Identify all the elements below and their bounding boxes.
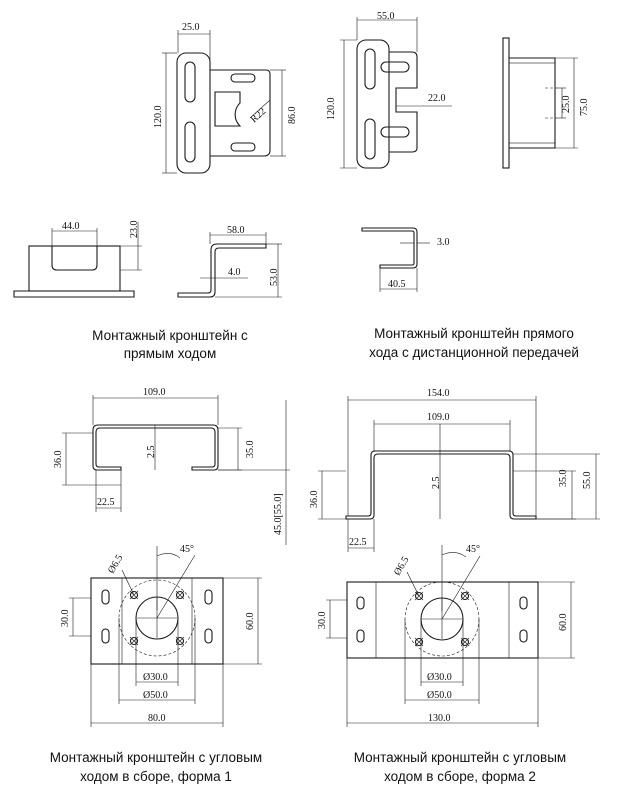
bracket-remote-front-view: [340, 17, 452, 169]
dim-width-40-5: 40.5: [388, 279, 406, 290]
dim-height-35: 35.0: [245, 441, 256, 459]
dim-angle-45: 45°: [180, 544, 194, 555]
dim-diameter-50: Ø50.0: [427, 690, 452, 701]
dim-height-23: 23.0: [129, 221, 140, 239]
bracket-remote-side-view: [502, 37, 578, 169]
mounting-hole-markers: [414, 591, 470, 647]
dim-height-53: 53.0: [269, 269, 280, 287]
dim-height-36: 36.0: [53, 451, 64, 469]
dim-thickness-2-5: 2.5: [431, 477, 442, 490]
dim-width-130: 130.0: [428, 713, 451, 724]
dim-height-75: 75.0: [579, 99, 590, 117]
caption-angular-1-line1: Монтажный кронштейн с угловым: [50, 750, 262, 765]
dim-width-22-5: 22.5: [349, 537, 367, 548]
bracket-straight-front-view: [162, 30, 286, 174]
dim-width-154: 154.0: [427, 388, 450, 399]
dim-height-36: 36.0: [309, 491, 320, 509]
dim-height-120: 120.0: [326, 98, 337, 121]
dim-height-35: 35.0: [558, 470, 569, 488]
caption-angular-2-line1: Монтажный кронштейн с угловым: [354, 750, 566, 765]
caption-remote-line1: Монтажный кронштейн прямого: [374, 326, 574, 341]
dim-diameter-50: Ø50.0: [143, 690, 168, 701]
dim-width-55: 55.0: [377, 11, 395, 22]
dim-diameter-6-5: Ø6.5: [392, 555, 411, 578]
dim-width-22: 22.0: [428, 93, 446, 104]
bracket-remote-profile-view: [361, 227, 430, 292]
caption-angular-2-line2: ходом в сборе, форма 2: [384, 769, 536, 784]
dim-width-22-5: 22.5: [97, 497, 115, 508]
bracket-angular-1-plan-view: [69, 546, 262, 727]
bracket-angular-1-side-view: [62, 395, 290, 545]
caption-straight-line2: прямым ходом: [124, 346, 216, 361]
dim-height-55: 55.0: [582, 472, 593, 490]
dim-height-30: 30.0: [60, 610, 71, 628]
dim-thickness-2-5: 2.5: [146, 446, 157, 459]
caption-angular-1-line2: ходом в сборе, форма 1: [80, 769, 232, 784]
dim-height-25: 25.0: [561, 96, 572, 114]
dim-radius-22: R22: [249, 106, 269, 125]
dim-diameter-30: Ø30.0: [143, 672, 168, 683]
dim-height-60: 60.0: [245, 613, 256, 631]
bracket-angular-2-side-view: [318, 396, 600, 552]
bracket-straight-top-view: [13, 222, 142, 298]
dim-width-109: 109.0: [427, 412, 450, 423]
bracket-straight-side-view: [177, 232, 282, 298]
dim-height-30: 30.0: [317, 612, 328, 630]
dim-height-86: 86.0: [287, 107, 298, 125]
caption-straight-line1: Монтажный кронштейн с: [92, 328, 248, 343]
dim-height-45-55: 45.0[55.0]: [273, 493, 284, 535]
dim-thickness-3: 3.0: [437, 237, 450, 248]
dim-angle-45: 45°: [466, 544, 480, 555]
dim-thickness-4: 4.0: [228, 267, 241, 278]
caption-remote-line2: хода с дистанционной передачей: [369, 345, 579, 360]
mounting-hole-markers: [129, 590, 185, 646]
dim-height-120: 120.0: [153, 106, 164, 129]
dim-diameter-6-5: Ø6.5: [106, 553, 125, 576]
dim-width-80: 80.0: [148, 713, 166, 724]
dim-width-109: 109.0: [143, 387, 166, 398]
dim-height-60: 60.0: [558, 614, 569, 632]
bracket-angular-2-plan-view: [326, 545, 575, 727]
dim-width-44: 44.0: [62, 221, 80, 232]
dim-diameter-30: Ø30.0: [427, 672, 452, 683]
dim-width-25: 25.0: [182, 22, 200, 33]
dim-width-58: 58.0: [227, 225, 245, 236]
